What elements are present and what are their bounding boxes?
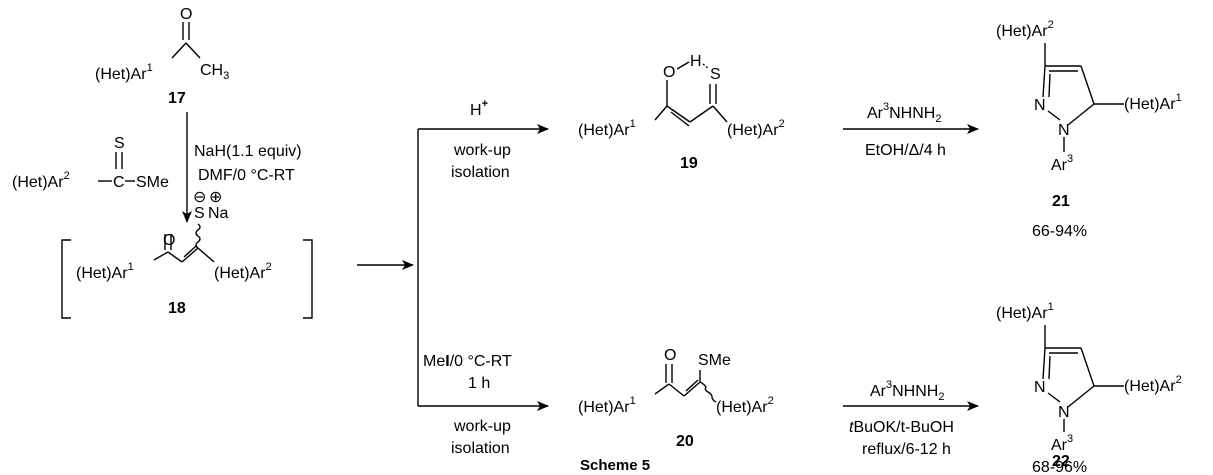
c19-hydrogen: H xyxy=(690,53,702,70)
c20-ar2-label: (Het)Ar2 xyxy=(716,395,774,416)
to22-reflux: reflux/6-12 h xyxy=(862,441,951,458)
c19-hbond xyxy=(702,63,709,69)
c19-double-1 xyxy=(666,105,691,123)
c20-double-1 xyxy=(683,381,701,397)
c20-sme: SMe xyxy=(698,352,731,369)
c22-n2: N xyxy=(1034,379,1046,396)
c19-bond-to-ar2 xyxy=(712,105,728,123)
compound-19: (Het)Ar1 O H S (Het)Ar2 19 xyxy=(578,53,785,172)
c22-ring-n2-c3-inner xyxy=(1048,355,1051,380)
intermediate-18: (Het)Ar1 O S Na ⊖ ⊕ (Het)Ar2 18 xyxy=(61,189,313,319)
c22-yield: 68-96% xyxy=(1032,459,1087,475)
compound-21: (Het)Ar2 N N (Het)Ar1 Ar3 21 66-94% xyxy=(996,19,1182,240)
c21-number: 21 xyxy=(1052,193,1070,210)
c21-ring-c5-n1 xyxy=(1067,103,1095,126)
reagent-carbon: C xyxy=(113,174,125,191)
c18-bond-to-ar2 xyxy=(197,247,215,263)
c22-ar3-label: Ar3 xyxy=(1051,433,1073,454)
c21-side-label: (Het)Ar1 xyxy=(1124,92,1182,113)
c18-oxygen: O xyxy=(163,232,175,249)
compound-20: (Het)Ar1 O SMe (Het)Ar2 20 xyxy=(578,347,774,450)
to22-reagent: Ar3NHNH2 xyxy=(870,379,944,403)
step1-condition-1: NaH(1.1 equiv) xyxy=(194,143,302,160)
top-branch-acid: H+ xyxy=(470,98,488,119)
c21-ring-n2-c3 xyxy=(1042,65,1046,98)
to21-reagent: Ar3NHNH2 xyxy=(867,101,941,125)
step1-condition-2: DMF/0 °C-RT xyxy=(198,167,295,184)
top-branch-isolation: isolation xyxy=(451,164,510,181)
reagent-ar-label: (Het)Ar2 xyxy=(12,170,70,191)
c21-ring-c4-c5 xyxy=(1080,65,1095,105)
c18-double-2 xyxy=(183,245,197,258)
c17-bond-c-ch3 xyxy=(185,42,201,59)
c22-ring-n1-n2 xyxy=(1047,392,1061,403)
c20-ar1-label: (Het)Ar1 xyxy=(578,395,636,416)
c20-double-2 xyxy=(685,379,699,392)
c18-sodium: Na xyxy=(208,205,229,222)
c19-number: 19 xyxy=(680,155,698,172)
c19-bond-o-h xyxy=(676,61,690,70)
c17-methyl: CH3 xyxy=(200,62,229,82)
reagent-sme: SMe xyxy=(136,174,169,191)
bottom-branch-mei: MeI/0 °C-RT xyxy=(423,353,512,370)
bottom-branch-isolation: isolation xyxy=(451,440,510,457)
c20-oxygen: O xyxy=(664,347,676,364)
c21-ring-n2-c3-inner xyxy=(1048,73,1051,98)
c21-ar3-label: Ar3 xyxy=(1051,153,1073,174)
top-branch-workup: work-up xyxy=(453,142,511,159)
c18-bond-c-ch xyxy=(167,251,183,263)
c20-bond-ar-c xyxy=(654,383,670,395)
c22-number: 22 xyxy=(1052,453,1070,470)
bracket-right xyxy=(303,239,313,319)
c18-minus-charge: ⊖ xyxy=(193,189,206,206)
dithioester-reagent: (Het)Ar2 C SMe S xyxy=(12,135,169,191)
reagent-sulfur: S xyxy=(114,135,125,152)
bottom-branch-workup: work-up xyxy=(453,418,511,435)
c19-oxygen: O xyxy=(663,64,675,81)
c19-bond-ar-c xyxy=(654,105,668,121)
c18-ar2-label: (Het)Ar2 xyxy=(214,261,272,282)
c22-ring-c4-c5 xyxy=(1080,347,1095,387)
c21-n2: N xyxy=(1034,97,1046,114)
compound-17: (Het)Ar1 O CH3 17 xyxy=(95,6,229,107)
c17-ar-label: (Het)Ar1 xyxy=(95,62,153,83)
c21-n1: N xyxy=(1058,122,1070,139)
c17-oxygen: O xyxy=(180,6,192,23)
c18-wavy-bond xyxy=(195,223,201,249)
c22-side-label: (Het)Ar2 xyxy=(1124,374,1182,395)
c17-number: 17 xyxy=(168,90,186,107)
c19-ar2-label: (Het)Ar2 xyxy=(727,118,785,139)
c22-ring-n2-c3 xyxy=(1042,347,1046,380)
to21-conditions: EtOH/Δ/4 h xyxy=(865,142,946,159)
bracket-left xyxy=(61,239,71,319)
c18-plus-charge: ⊕ xyxy=(209,189,222,206)
c22-top-label: (Het)Ar1 xyxy=(996,301,1054,322)
c19-ar1-label: (Het)Ar1 xyxy=(578,118,636,139)
c18-double-1 xyxy=(181,247,199,263)
c20-wavy-bond xyxy=(699,381,717,403)
c19-double-2 xyxy=(670,111,690,127)
c21-top-label: (Het)Ar2 xyxy=(996,19,1054,40)
c21-yield: 66-94% xyxy=(1032,223,1087,240)
scheme-caption: Scheme 5 xyxy=(580,457,650,474)
c22-n1: N xyxy=(1058,404,1070,421)
c17-bond-ar-c xyxy=(171,42,187,59)
compound-22: (Het)Ar1 N N (Het)Ar2 Ar3 22 68-96% xyxy=(996,301,1182,475)
to22-base: tBuOK/t-BuOH xyxy=(849,419,954,436)
c18-sulfur: S xyxy=(194,205,205,222)
c20-bond-c-ch xyxy=(668,383,685,397)
c19-sulfur: S xyxy=(710,66,721,83)
c18-number: 18 xyxy=(168,300,186,317)
c19-bond-ch-cs xyxy=(689,105,714,123)
bottom-branch-time: 1 h xyxy=(468,375,490,392)
c18-bond-ar-c xyxy=(153,251,169,261)
c18-ar1-label: (Het)Ar1 xyxy=(76,261,134,282)
c21-ring-n1-n2 xyxy=(1047,110,1061,121)
c20-number: 20 xyxy=(676,433,694,450)
c22-ring-c5-n1 xyxy=(1067,385,1095,408)
